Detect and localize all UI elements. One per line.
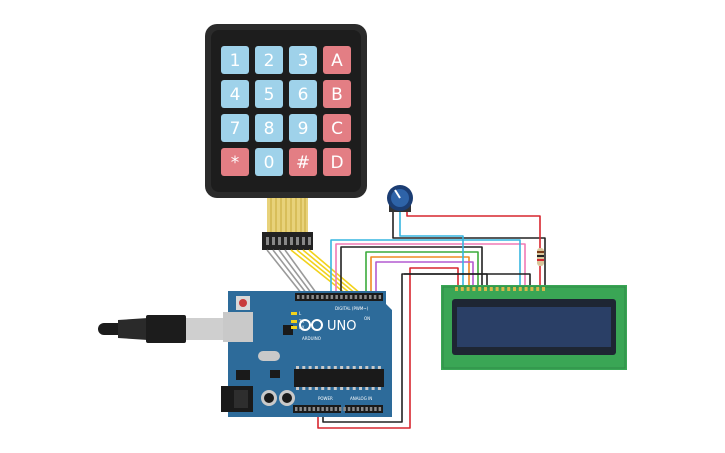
- key-B[interactable]: B: [323, 80, 351, 108]
- pot-indicator: [394, 189, 401, 199]
- wire-gnd: [322, 273, 488, 423]
- key-hash[interactable]: #: [289, 148, 317, 176]
- wire-keypad-gray-3: [278, 249, 313, 295]
- led-l: [291, 312, 297, 315]
- key-7[interactable]: 7: [221, 114, 249, 142]
- svg-text:2: 2: [264, 51, 275, 71]
- digital-header: [295, 293, 383, 301]
- analog-label: ANALOG IN: [350, 396, 372, 401]
- key-star[interactable]: *: [221, 148, 249, 176]
- key-1[interactable]: 1: [221, 46, 249, 74]
- key-4[interactable]: 4: [221, 80, 249, 108]
- svg-text:C: C: [331, 119, 343, 139]
- wire-keypad-gray-4: [284, 249, 318, 295]
- svg-text:0: 0: [264, 153, 275, 173]
- usb-cable: [98, 315, 240, 343]
- svg-text:7: 7: [230, 119, 241, 139]
- svg-text:5: 5: [264, 85, 275, 105]
- wire-pink: [335, 243, 526, 294]
- potentiometer[interactable]: [387, 185, 413, 212]
- keypad-ribbon: [262, 198, 313, 250]
- wire-pot-black: [392, 210, 546, 290]
- key-C[interactable]: C: [323, 114, 351, 142]
- key-0[interactable]: 0: [255, 148, 283, 176]
- wire-5v: [317, 267, 459, 429]
- svg-text:1: 1: [230, 51, 241, 71]
- usb-plug-body: [146, 315, 186, 343]
- usb-jack: [223, 312, 253, 342]
- resistor: [537, 248, 544, 266]
- led-tx: [291, 320, 297, 323]
- l-label: L: [299, 311, 302, 316]
- rx-label: RX: [299, 325, 305, 330]
- brand-label: ARDUINO: [302, 336, 321, 341]
- arduino-logo-icon: [299, 319, 323, 331]
- crystal: [258, 351, 280, 361]
- led-rx: [291, 326, 297, 329]
- lcd-screen: [457, 307, 611, 347]
- keypad[interactable]: 1 2 3 A 4 5 6 B 7 8 9 C * 0 # D: [205, 24, 367, 250]
- key-A[interactable]: A: [323, 46, 351, 74]
- svg-text:A: A: [331, 51, 343, 71]
- svg-text:8: 8: [264, 119, 275, 139]
- wire-keypad-yellow-2: [296, 249, 352, 295]
- svg-text:B: B: [331, 85, 343, 105]
- wire-pot-wiper: [399, 212, 464, 290]
- svg-text:D: D: [330, 153, 343, 173]
- wire-keypad-yellow-4: [308, 249, 362, 295]
- key-5[interactable]: 5: [255, 80, 283, 108]
- wire-keypad-gray-1: [266, 249, 303, 295]
- wire-cyan: [330, 239, 521, 294]
- svg-text:6: 6: [298, 85, 309, 105]
- chip-pins: [296, 366, 381, 390]
- key-2[interactable]: 2: [255, 46, 283, 74]
- svg-text:*: *: [231, 153, 240, 173]
- analog-header: [345, 405, 383, 413]
- key-3[interactable]: 3: [289, 46, 317, 74]
- wire-green: [365, 251, 479, 294]
- wire-keypad-gray-2: [272, 249, 308, 295]
- key-D[interactable]: D: [323, 148, 351, 176]
- wire-black-d: [340, 246, 483, 294]
- wires: [266, 210, 546, 429]
- svg-text:#: #: [296, 153, 310, 173]
- atmega-chip: [294, 369, 384, 387]
- arduino-uno-board[interactable]: L TX RX ON ARDUINO UNO DIGITAL (PWM~) PO…: [221, 291, 392, 417]
- digital-label: DIGITAL (PWM~): [335, 306, 369, 311]
- key-9[interactable]: 9: [289, 114, 317, 142]
- model-label: UNO: [327, 319, 356, 334]
- lcd-display: [441, 285, 627, 370]
- keypad-keys: 1 2 3 A 4 5 6 B 7 8 9 C * 0 # D: [221, 46, 351, 176]
- power-label: POWER: [318, 396, 333, 401]
- keypad-connector: [262, 232, 313, 250]
- wire-gnd-rw: [404, 273, 531, 290]
- lcd-header-pins: [455, 287, 545, 291]
- svg-text:9: 9: [298, 119, 309, 139]
- wire-keypad-yellow-3: [302, 249, 357, 295]
- wire-pot-red: [406, 210, 541, 248]
- wire-keypad-yellow-1: [290, 249, 347, 295]
- svg-text:3: 3: [298, 51, 309, 71]
- on-label: ON: [364, 316, 370, 321]
- wire-purple: [375, 261, 474, 294]
- key-8[interactable]: 8: [255, 114, 283, 142]
- svg-text:4: 4: [230, 85, 241, 105]
- key-6[interactable]: 6: [289, 80, 317, 108]
